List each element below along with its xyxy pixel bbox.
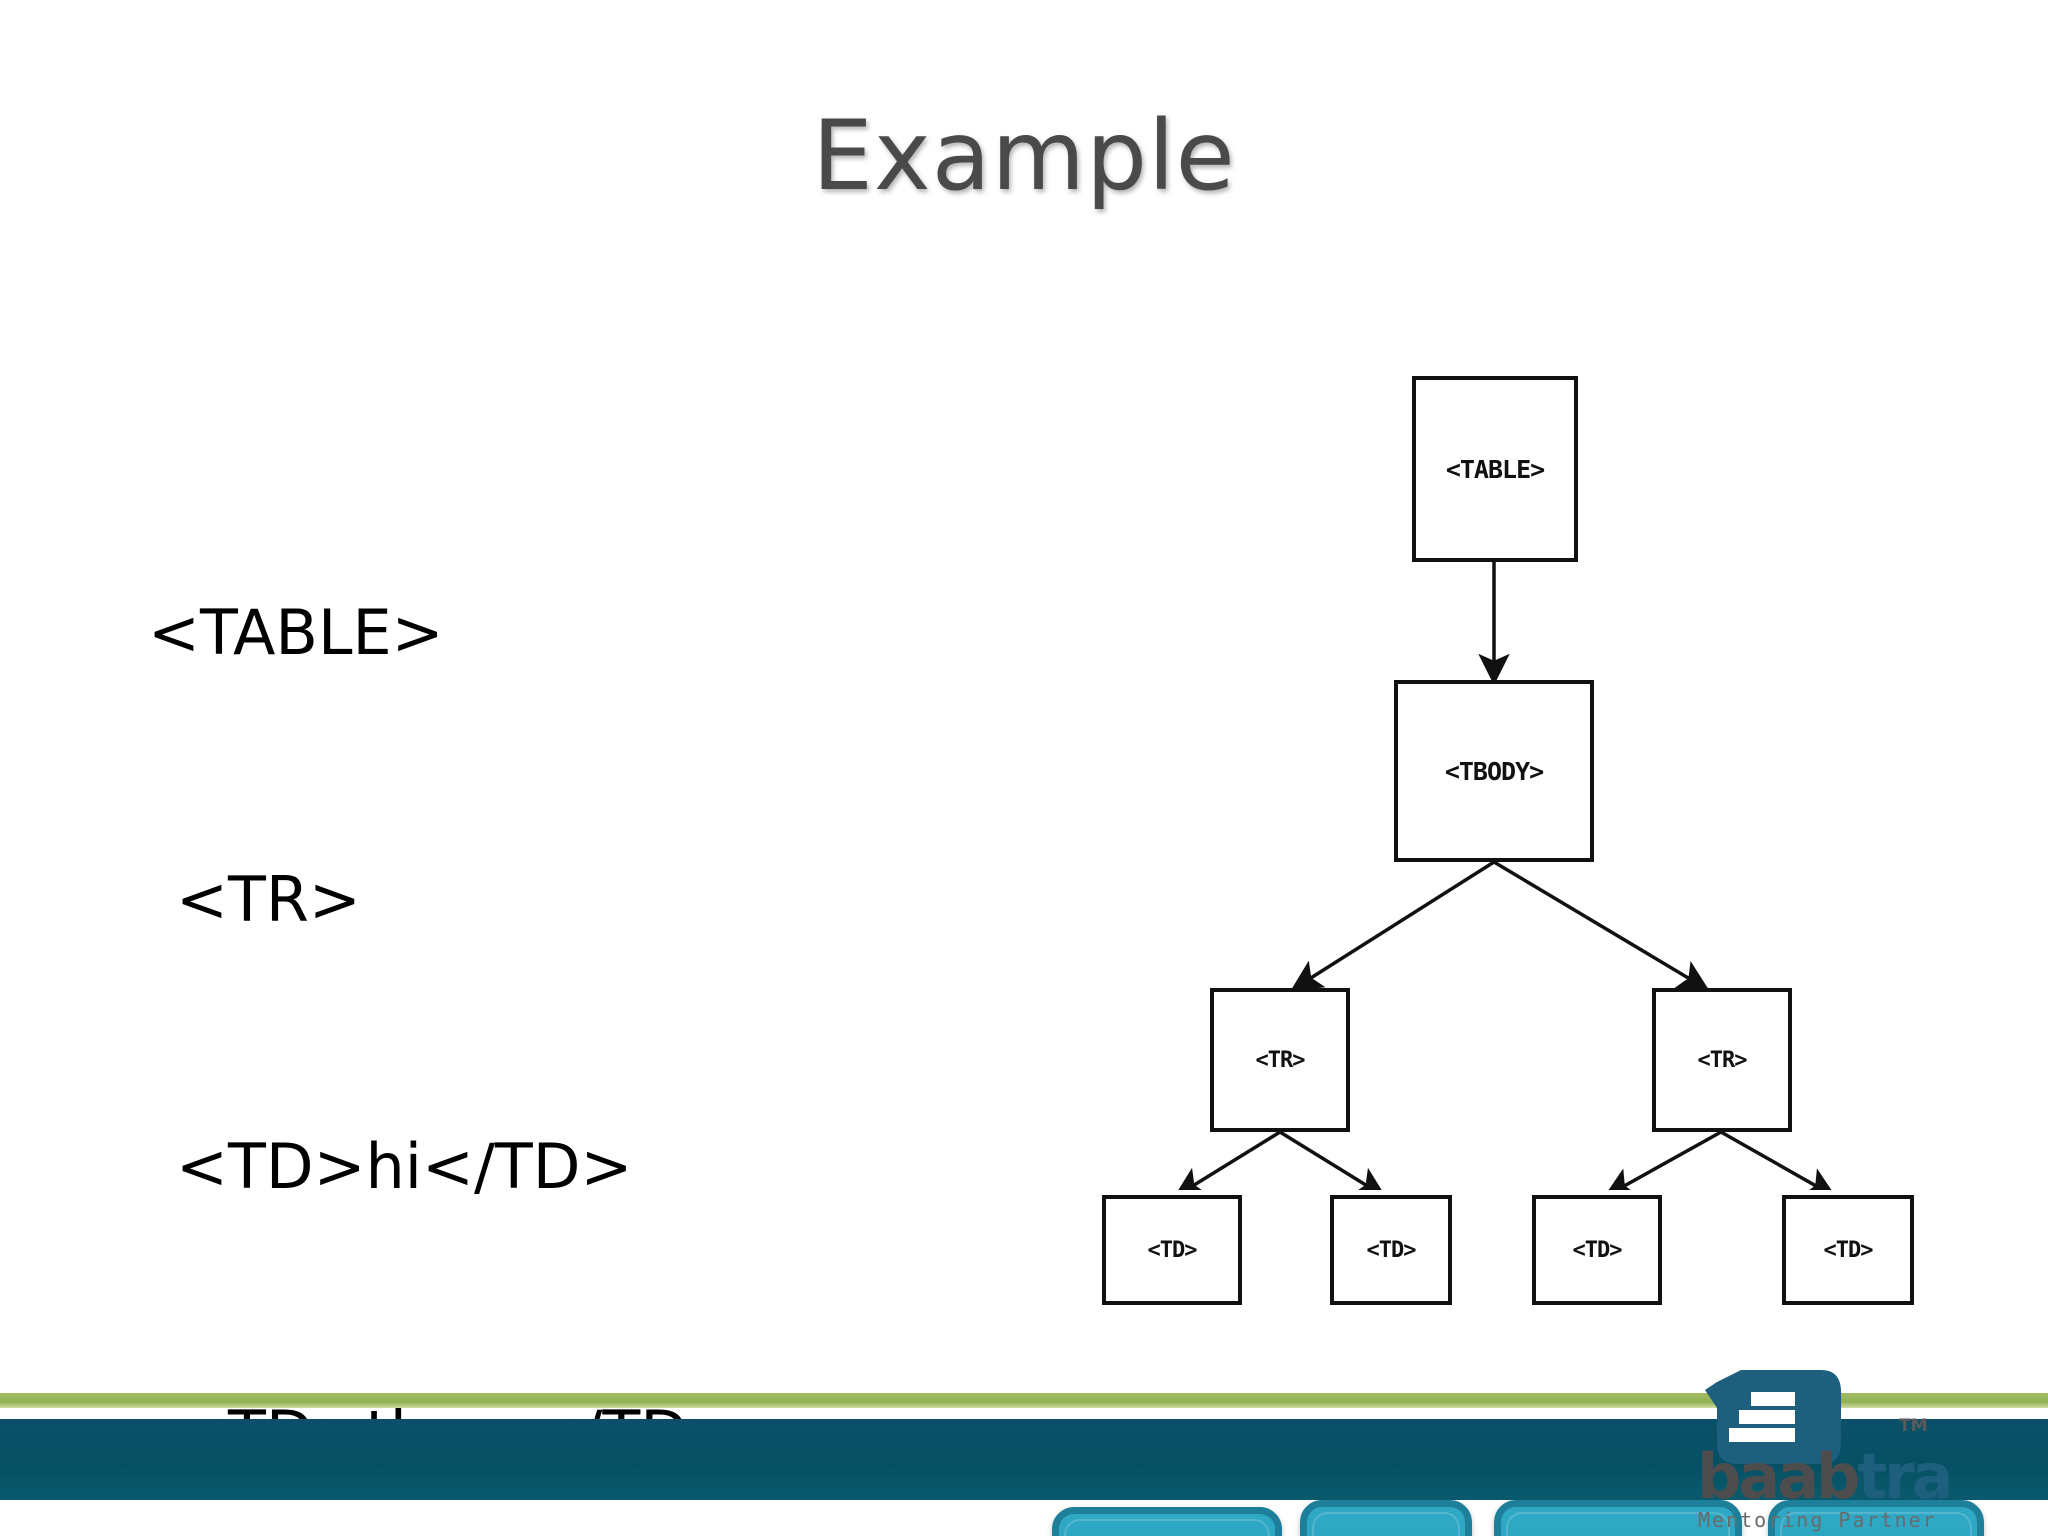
trademark-symbol: TM: [1899, 1416, 1928, 1436]
page-title: Example: [812, 100, 1236, 212]
code-line: <TD>hi</TD>: [176, 1130, 633, 1203]
leaf-inner-bevel: [1312, 1512, 1460, 1536]
leaf-label: world: [1807, 1531, 1945, 1536]
logo-tagline: Mentoring Partner: [1698, 1508, 1937, 1532]
leaf-label: hi: [1143, 1532, 1190, 1536]
tree-node-td-3: <TD>: [1532, 1195, 1662, 1305]
logo-wordmark: baabtra: [1697, 1446, 1954, 1508]
tree-leaf-there: there: [1300, 1500, 1472, 1536]
tree-node-tr-2: <TR>: [1652, 988, 1792, 1132]
tree-node-td-1: <TD>: [1102, 1195, 1242, 1305]
tree-node-td-2: <TD>: [1330, 1195, 1452, 1305]
logo-word-part-1: baab: [1697, 1440, 1860, 1513]
dom-tree-diagram: <TABLE> <TBODY> <TR> <TR> <TD> <TD> <TD>…: [1052, 350, 2048, 1536]
tree-connector-lines: [1173, 562, 1837, 1190]
tree-leaf-hello: hello: [1494, 1500, 1742, 1536]
tree-node-td-4: <TD>: [1782, 1195, 1914, 1305]
code-line: <TABLE>: [148, 596, 444, 669]
baabtra-logo: baabtra TM Mentoring Partner: [1697, 1368, 1997, 1536]
logo-word-part-2: tra: [1857, 1440, 1953, 1513]
tree-node-table: <TABLE>: [1412, 376, 1578, 562]
leaf-label: hello: [1555, 1530, 1681, 1536]
code-line: <TR>: [176, 863, 361, 936]
html-code-listing: <TABLE> <TR> <TD>hi</TD> <TD>there</TD> …: [148, 410, 868, 1536]
speech-bubble-book-icon: [1705, 1370, 1841, 1464]
tree-node-tbody: <TBODY>: [1394, 680, 1594, 862]
tree-leaf-world: world: [1768, 1500, 1984, 1536]
footer-green-bar: [0, 1393, 2048, 1408]
tree-leaf-hi: hi: [1052, 1507, 1282, 1536]
footer-teal-bar: [0, 1419, 2048, 1500]
tree-node-tr-1: <TR>: [1210, 988, 1350, 1132]
